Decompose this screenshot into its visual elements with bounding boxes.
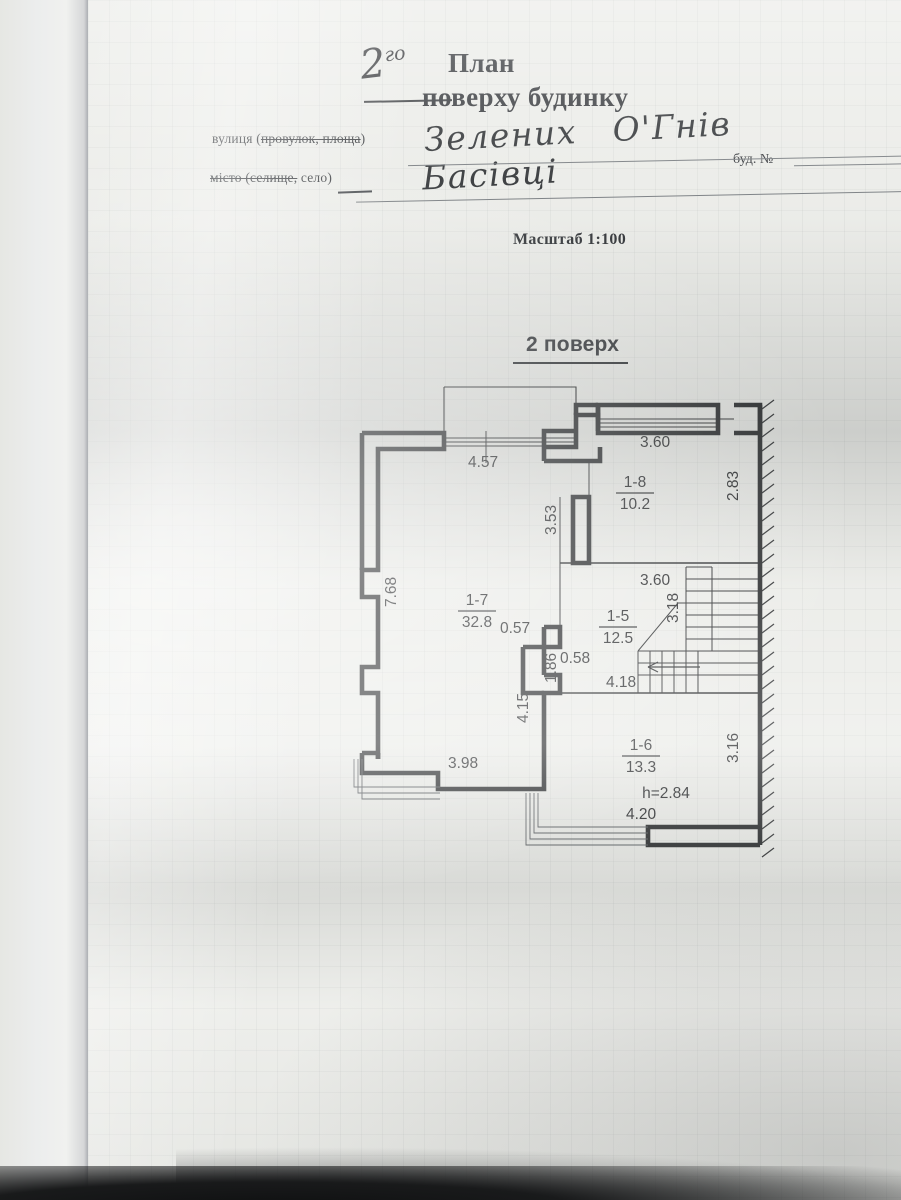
page-title: План xyxy=(448,48,515,78)
dim-3-60-top: 3.60 xyxy=(640,434,671,451)
dim-3-98: 3.98 xyxy=(448,755,478,772)
dim-3-60-mid: 3.60 xyxy=(640,572,671,589)
svg-text:32.8: 32.8 xyxy=(462,614,492,631)
room-label-1-6: 1-6 13.3 xyxy=(622,737,660,776)
svg-text:13.3: 13.3 xyxy=(626,759,656,776)
street-label-strikethrough: провулок, площа xyxy=(260,131,361,146)
room-label-1-5: 1-5 12.5 xyxy=(599,608,637,647)
dim-4-57: 4.57 xyxy=(468,454,498,471)
svg-text:1-5: 1-5 xyxy=(607,608,629,625)
dim-4-20: 4.20 xyxy=(626,806,657,823)
handwritten-city-value: Басівці xyxy=(421,151,560,198)
page-subtitle: поверху будинку xyxy=(422,82,629,112)
floor-plan-drawing: 4.57 3.60 2.83 3.60 3.18 3.53 0.57 0.58 … xyxy=(353,386,775,858)
floor-plan-caption: 2 поверх xyxy=(526,333,620,356)
svg-text:1-7: 1-7 xyxy=(466,592,488,609)
ceiling-height-label: h=2.84 xyxy=(642,785,690,802)
dim-3-53: 3.53 xyxy=(543,505,560,535)
street-label: вулиця (провулок, площа) xyxy=(212,131,366,146)
dim-0-57: 0.57 xyxy=(500,620,530,637)
room-label-1-7: 1-7 32.8 xyxy=(458,592,496,631)
house-number-line xyxy=(794,162,901,167)
svg-text:1-6: 1-6 xyxy=(630,737,652,754)
dim-2-83: 2.83 xyxy=(725,471,742,501)
svg-text:12.5: 12.5 xyxy=(603,630,633,647)
svg-text:10.2: 10.2 xyxy=(620,496,650,513)
dim-1-86: 1.86 xyxy=(543,653,560,683)
city-label: місто (селище, село) xyxy=(210,170,333,185)
svg-text:1-8: 1-8 xyxy=(624,474,646,491)
dim-4-15: 4.15 xyxy=(515,693,532,723)
dim-7-68: 7.68 xyxy=(383,577,400,607)
scale-label: Масштаб 1:100 xyxy=(513,231,626,248)
dim-4-18: 4.18 xyxy=(606,674,636,691)
room-label-1-8: 1-8 10.2 xyxy=(616,474,654,513)
city-label-underline xyxy=(337,190,373,194)
handwritten-floor-number: 2го xyxy=(357,39,407,89)
dim-3-18: 3.18 xyxy=(665,593,682,623)
page-binding-gutter xyxy=(0,0,92,1200)
dim-3-16: 3.16 xyxy=(725,733,742,763)
floor-plan-caption-underline xyxy=(513,362,628,364)
document-page: 2го План поверху будинку вулиця (провуло… xyxy=(88,0,901,1200)
house-number-label: буд. № xyxy=(733,152,774,167)
dim-0-58: 0.58 xyxy=(560,650,590,667)
page-bottom-shadow xyxy=(0,1166,901,1200)
